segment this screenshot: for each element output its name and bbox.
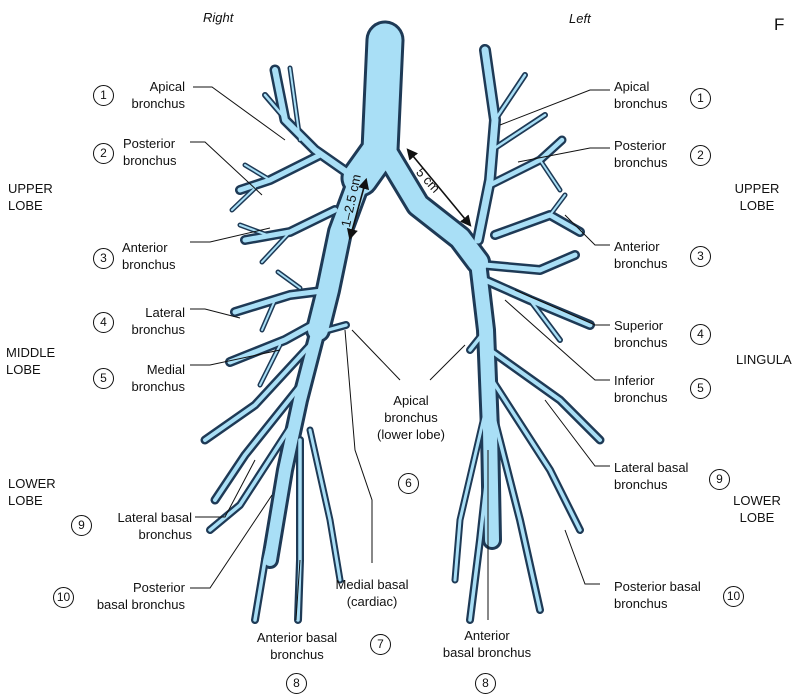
left-inferior-number: 5 bbox=[690, 378, 711, 399]
left-inferior-label: Inferior bronchus bbox=[614, 372, 667, 406]
right-middle-lobe-label: MIDDLE LOBE bbox=[6, 344, 55, 378]
left-anterior-number: 3 bbox=[690, 246, 711, 267]
right-medial-label: Medial bronchus bbox=[80, 361, 185, 395]
left-superior-number: 4 bbox=[690, 324, 711, 345]
right-upper-lobe-label: UPPER LOBE bbox=[8, 180, 53, 214]
stray-letter: F bbox=[774, 16, 784, 33]
left-superior-label: Superior bronchus bbox=[614, 317, 667, 351]
right-anterior-label: Anterior bronchus bbox=[122, 239, 175, 273]
medial-basal-label: Medial basal (cardiac) bbox=[322, 576, 422, 610]
right-posterior-label: Posterior bronchus bbox=[123, 135, 176, 169]
right-lateral-label: Lateral bronchus bbox=[80, 304, 185, 338]
left-apical-number: 1 bbox=[690, 88, 711, 109]
left-posterior-number: 2 bbox=[690, 145, 711, 166]
apical-lower-lobe-number: 6 bbox=[398, 473, 419, 494]
right-anterior-basal-label: Anterior basal bronchus bbox=[242, 629, 352, 663]
right-anterior-basal-number: 8 bbox=[286, 673, 307, 694]
left-lateral-basal-number: 9 bbox=[709, 469, 730, 490]
left-apical-label: Apical bronchus bbox=[614, 78, 667, 112]
right-lateral-basal-label: Lateral basal bronchus bbox=[80, 509, 192, 543]
right-posterior-number: 2 bbox=[93, 143, 114, 164]
left-posterior-basal-number: 10 bbox=[723, 586, 744, 607]
right-posterior-basal-label: Posterior basal bronchus bbox=[80, 579, 185, 613]
lingula-label: LINGULA bbox=[736, 351, 792, 368]
right-apical-label: Apical bronchus bbox=[80, 78, 185, 112]
left-posterior-basal-label: Posterior basal bronchus bbox=[614, 578, 701, 612]
left-upper-lobe-label: UPPER LOBE bbox=[727, 180, 787, 214]
right-lower-lobe-label: LOWER LOBE bbox=[8, 475, 56, 509]
apical-lower-lobe-label: Apical bronchus (lower lobe) bbox=[366, 392, 456, 443]
left-anterior-basal-number: 8 bbox=[475, 673, 496, 694]
right-anterior-number: 3 bbox=[93, 248, 114, 269]
left-lateral-basal-label: Lateral basal bronchus bbox=[614, 459, 688, 493]
right-side-label: Right bbox=[203, 9, 233, 26]
left-side-label: Left bbox=[569, 10, 591, 27]
left-anterior-label: Anterior bronchus bbox=[614, 238, 667, 272]
left-posterior-label: Posterior bronchus bbox=[614, 137, 667, 171]
medial-basal-number: 7 bbox=[370, 634, 391, 655]
left-lower-lobe-label: LOWER LOBE bbox=[727, 492, 787, 526]
left-anterior-basal-label: Anterior basal bronchus bbox=[432, 627, 542, 661]
right-posterior-basal-number: 10 bbox=[53, 587, 74, 608]
